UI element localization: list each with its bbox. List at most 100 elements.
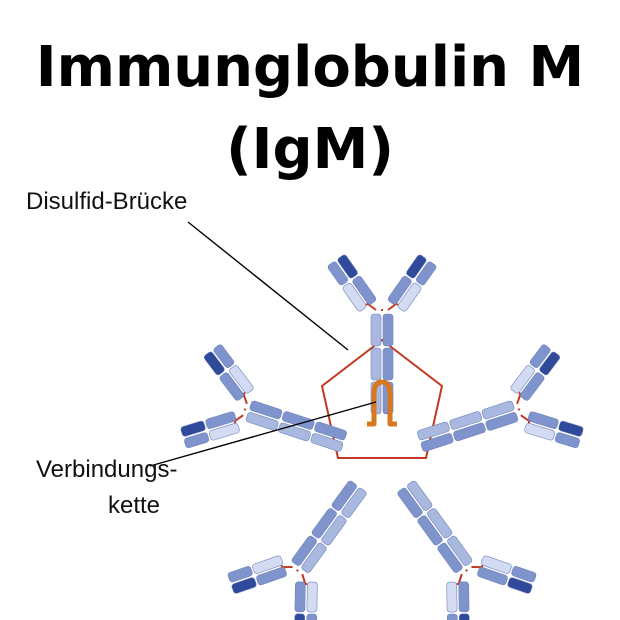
heavy-chain-variable (507, 577, 533, 594)
light-chain-constant (342, 282, 367, 312)
heavy-chain-constant (205, 411, 237, 429)
light-chain-variable (529, 344, 551, 368)
hinge-bridge (234, 414, 244, 422)
joining-chain-label-line-1: Verbindungs- (36, 456, 178, 483)
fab-arm-right (227, 555, 287, 594)
chain-bridge (527, 420, 531, 424)
chain-bridge (280, 564, 284, 568)
heavy-chain-variable (458, 613, 470, 620)
hinge-bridge (471, 565, 482, 569)
fab-arm-right (387, 254, 437, 312)
title-line-1: Immunglobulin M (35, 35, 585, 100)
heavy-chain-domain (310, 433, 344, 452)
heavy-chain-domain (447, 535, 473, 566)
heavy-chain-domain (453, 422, 486, 442)
heavy-chain-domain (249, 400, 283, 420)
disulfide-pointer-line (187, 221, 349, 351)
light-chain-constant (397, 282, 422, 312)
heavy-chain-domain (417, 421, 450, 441)
pointer-lines (149, 221, 377, 467)
chain-bridge (395, 302, 399, 306)
heavy-chain-variable (337, 254, 358, 279)
heavy-chain-domain (382, 313, 394, 347)
monomer (180, 344, 347, 452)
hinge-bridge (516, 394, 522, 405)
hinge-bridge (367, 303, 377, 311)
heavy-chain-variable (231, 577, 257, 594)
heavy-chain-domain (485, 412, 519, 431)
heavy-chain-domain (321, 515, 347, 546)
heavy-chain-constant (294, 581, 306, 613)
heavy-chain-domain (420, 433, 454, 452)
title-line-2: (IgM) (226, 117, 394, 182)
light-chain-variable (416, 261, 437, 286)
light-chain-variable (184, 432, 210, 449)
light-chain-constant (481, 555, 512, 574)
hinge-bridge (296, 569, 299, 572)
monomer (397, 480, 537, 620)
chain-bridge (365, 302, 369, 306)
hinge-bridge (457, 573, 463, 584)
heavy-chain-constant (219, 372, 244, 401)
monomer-wrapper (417, 344, 584, 452)
chain-bridge (480, 564, 484, 568)
heavy-chain-domain (370, 313, 382, 347)
light-chain-variable (446, 613, 458, 620)
monomer-wrapper (180, 344, 347, 452)
light-chain-constant (229, 365, 254, 394)
monomer-wrapper (227, 480, 367, 620)
heavy-chain-domain (301, 542, 327, 573)
light-chain-constant (524, 422, 556, 441)
chain-bridge (518, 391, 522, 395)
heavy-chain-constant (477, 566, 508, 586)
monomer-wrapper (327, 254, 437, 415)
hinge-bridge (465, 569, 468, 572)
heavy-chain-variable (539, 351, 561, 376)
hinge-bridge (242, 394, 248, 405)
fab-arm-left (327, 254, 377, 312)
light-chain-constant (208, 422, 240, 441)
heavy-chain-domain (407, 480, 433, 511)
light-chain-variable (554, 432, 580, 449)
fab-arm-right (524, 411, 584, 449)
light-chain-constant (252, 555, 283, 574)
light-chain-constant (306, 581, 318, 613)
fab-arm-right (446, 581, 470, 620)
light-chain-variable (511, 566, 537, 583)
chain-bridge (233, 420, 237, 424)
heavy-chain-domain (370, 347, 382, 381)
disulfide-pentagon (320, 338, 444, 459)
light-chain-constant (510, 365, 535, 394)
hinge-bridge (282, 565, 293, 569)
monomer (417, 344, 584, 452)
fab-arm-right (203, 344, 254, 401)
heavy-chain-domain (437, 542, 463, 573)
heavy-chain-variable (558, 420, 584, 437)
fab-arm-left (510, 344, 561, 401)
heavy-chain-domain (481, 400, 515, 420)
heavy-chain-constant (520, 372, 545, 401)
monomer (227, 480, 367, 620)
joining-chain-pointer-line (149, 401, 377, 467)
heavy-chain-domain (245, 412, 279, 431)
hinge-bridge (243, 408, 247, 411)
monomer (327, 254, 437, 415)
heavy-chain-domain (382, 347, 394, 381)
heavy-chain-constant (352, 275, 377, 305)
disulfide-bridge-label: Disulfid-Brücke (26, 188, 188, 215)
fab-arm-left (180, 411, 240, 449)
heavy-chain-domain (331, 480, 357, 511)
heavy-chain-constant (387, 275, 412, 305)
hinge-bridge (387, 303, 397, 311)
light-chain-constant (446, 581, 458, 613)
heavy-chain-domain (281, 411, 315, 430)
joining-chain-label-line-2: kette (108, 492, 161, 519)
fab-arm-left (294, 581, 318, 620)
heavy-chain-domain (314, 421, 347, 441)
heavy-chain-domain (417, 515, 443, 546)
heavy-chain-variable (406, 254, 427, 279)
joining-chain-path (367, 379, 397, 427)
heavy-chain-constant (527, 411, 559, 429)
heavy-chain-domain (397, 487, 423, 518)
